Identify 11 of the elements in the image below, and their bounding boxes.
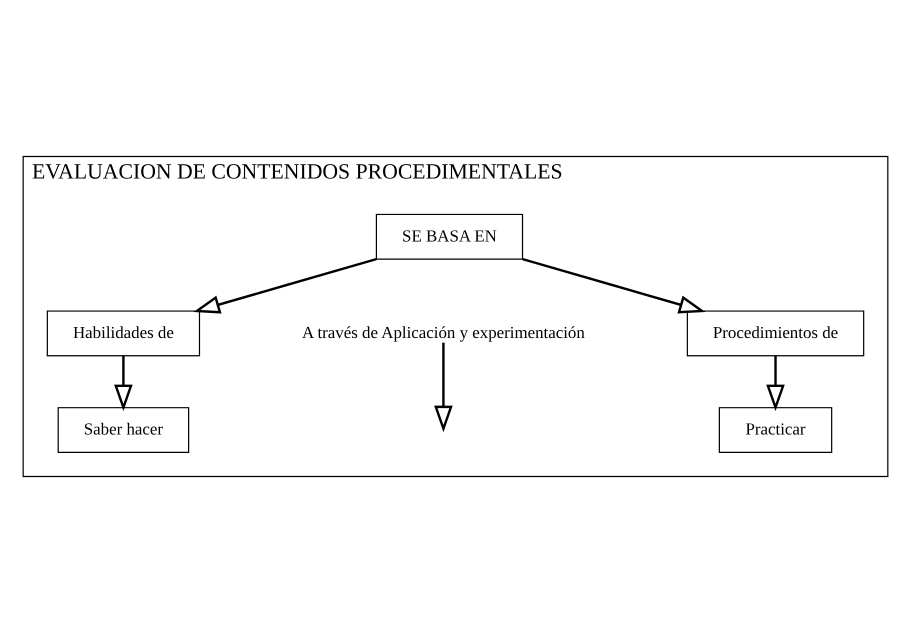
arrow xyxy=(434,342,453,432)
arrow xyxy=(193,258,377,314)
node-text: A través de Aplicación y experimentación xyxy=(302,322,585,342)
node-box: Saber hacer xyxy=(58,407,190,453)
arrow xyxy=(522,258,706,314)
arrow xyxy=(766,356,785,412)
node-box: Practicar xyxy=(718,407,832,453)
node-box: Procedimientos de xyxy=(686,310,864,356)
arrow xyxy=(114,356,133,412)
node-box: Habilidades de xyxy=(46,310,200,356)
node-box: SE BASA EN xyxy=(376,214,524,260)
